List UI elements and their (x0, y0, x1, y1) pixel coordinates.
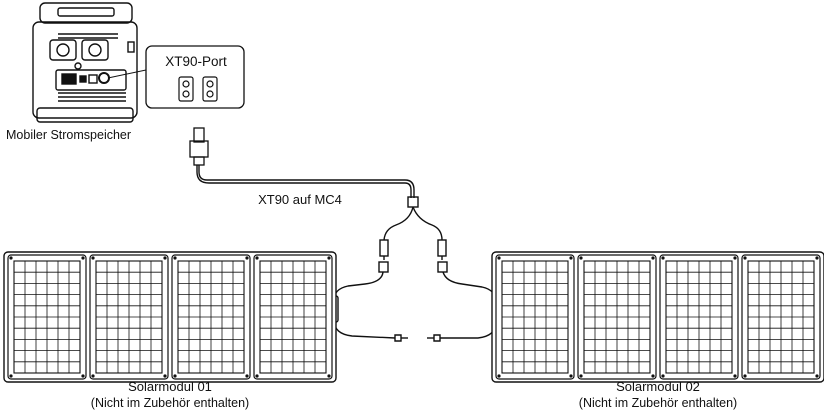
panel-frame (491, 251, 824, 383)
cable-label: XT90 auf MC4 (258, 192, 342, 207)
port-label: XT90-Port (165, 54, 227, 69)
y-splitter (407, 196, 419, 208)
vent-left (49, 39, 77, 61)
xt90-port-icon (178, 76, 218, 102)
station-handle (39, 2, 133, 24)
panel-frame (3, 251, 337, 383)
station-label: Mobiler Stromspeicher (6, 128, 131, 142)
solar-panels (3, 251, 824, 383)
panel1-name: Solarmodul 01 (128, 379, 212, 394)
mc4-connector-right-top (437, 239, 447, 260)
callout-line (107, 69, 147, 79)
vent-right (81, 39, 109, 61)
solar-module (89, 254, 169, 380)
solar-module (171, 254, 251, 380)
xt90-plug (189, 127, 209, 166)
panel1-note: (Nicht im Zubehör enthalten) (91, 396, 249, 410)
solar-module (741, 254, 821, 380)
solar-panel-02 (491, 251, 824, 383)
mc4-connector-left-top (379, 239, 389, 260)
solar-module (253, 254, 333, 380)
mc4-connector-left-bottom (378, 261, 389, 273)
panel2-name: Solarmodul 02 (616, 379, 700, 394)
power-station (32, 2, 138, 123)
port-box (145, 45, 245, 109)
solar-module (659, 254, 739, 380)
solar-module (577, 254, 657, 380)
station-panel (55, 69, 127, 91)
xt90-port-callout: XT90-Port (145, 45, 245, 109)
solar-module (7, 254, 87, 380)
solar-panel-01 (3, 251, 337, 383)
mc4-connector-right-bottom (437, 261, 448, 273)
panel2-note: (Nicht im Zubehör enthalten) (579, 396, 737, 410)
station-body (32, 21, 138, 119)
solar-module (495, 254, 575, 380)
